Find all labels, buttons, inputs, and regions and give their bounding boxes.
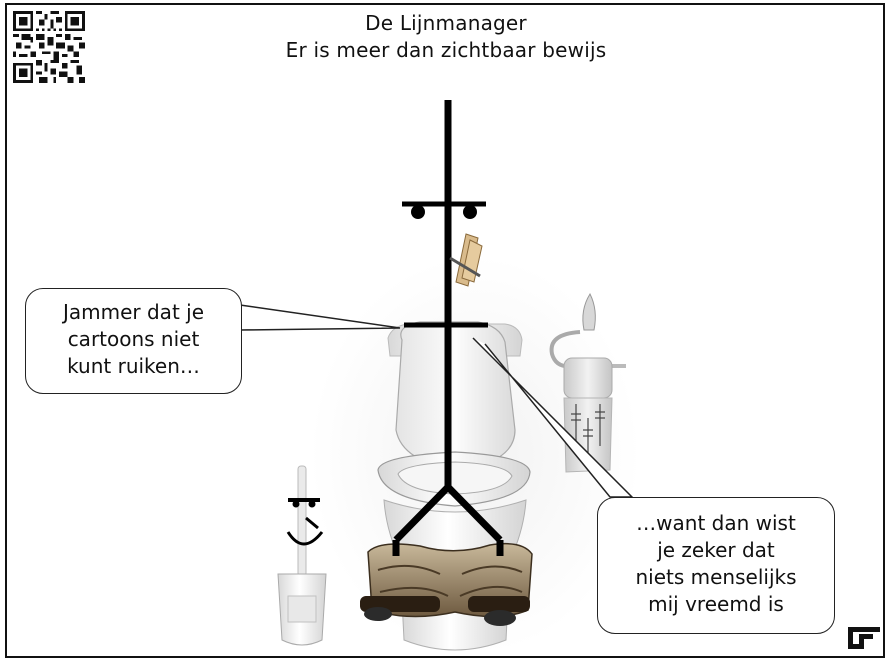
pants-icon	[360, 542, 533, 626]
lijnmanager-logo-icon	[848, 627, 880, 649]
bubble-right-line: niets menselijks	[635, 565, 797, 589]
speech-bubble-left: Jammer dat je cartoons niet kunt ruiken…	[25, 288, 242, 394]
bubble-left-line: kunt ruiken…	[67, 354, 200, 378]
bubble-left-line: cartoons niet	[67, 327, 200, 351]
speech-bubble-right: …want dan wist je zeker dat niets mensel…	[597, 497, 835, 634]
bubble-right-line: mij vreemd is	[648, 592, 784, 616]
clothespin-icon	[449, 233, 483, 287]
comic-subtitle: Er is meer dan zichtbaar bewijs	[285, 38, 607, 62]
toilet-brush-icon	[277, 465, 327, 646]
stick-figure	[392, 100, 504, 556]
bubble-left-line: Jammer dat je	[62, 300, 204, 324]
bubble-right-line: je zeker dat	[657, 538, 775, 562]
bubble-right-line: …want dan wist	[636, 511, 796, 535]
comic-title: De Lijnmanager	[365, 11, 527, 35]
qr-code-icon	[13, 11, 85, 83]
